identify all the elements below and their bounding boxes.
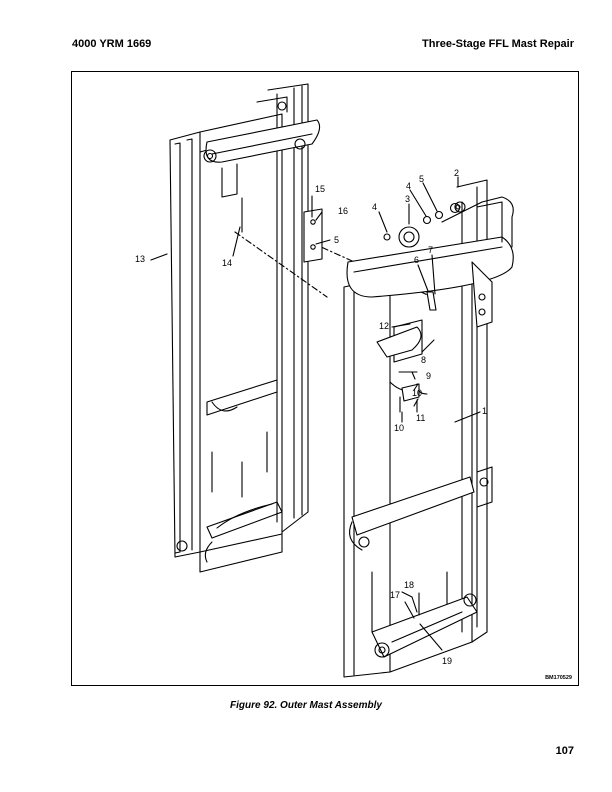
- callout-labels: 1 2 3 4 4 5 5 6 7 8 9 10 10 11 12 13 14 …: [135, 168, 487, 666]
- callout-9: 9: [426, 371, 431, 381]
- callout-leaders: [150, 176, 481, 651]
- callout-14: 14: [222, 258, 232, 268]
- figure-code: BM170529: [545, 675, 572, 681]
- callout-10-upper: 10: [412, 388, 422, 398]
- callout-2: 2: [454, 168, 459, 178]
- callout-17: 17: [390, 590, 400, 600]
- plate-parts: [303, 208, 323, 263]
- callout-18: 18: [404, 580, 414, 590]
- callout-6: 6: [414, 255, 419, 265]
- callout-12: 12: [379, 321, 389, 331]
- callout-15: 15: [315, 184, 325, 194]
- figure-frame: 1 2 3 4 4 5 5 6 7 8 9 10 10 11 12 13 14 …: [71, 71, 579, 686]
- callout-11: 11: [416, 413, 425, 423]
- callout-19: 19: [442, 656, 452, 666]
- left-mast-drawing: [169, 83, 321, 573]
- right-mast-drawing: [343, 179, 514, 678]
- figure-caption: Figure 92. Outer Mast Assembly: [230, 700, 382, 711]
- mast-assembly-drawing: 1 2 3 4 4 5 5 6 7 8 9 10 10 11 12 13 14 …: [135, 83, 514, 678]
- callout-4-left: 4: [372, 202, 377, 212]
- callout-3: 3: [405, 194, 410, 204]
- header-section-title: Three-Stage FFL Mast Repair: [422, 38, 574, 50]
- roller-and-bearing-parts: [383, 202, 461, 413]
- callout-7: 7: [428, 245, 433, 255]
- callout-4-right: 4: [406, 181, 411, 191]
- callout-16: 16: [338, 206, 348, 216]
- callout-8: 8: [421, 355, 426, 365]
- page-number: 107: [555, 745, 574, 757]
- callout-13: 13: [135, 254, 145, 264]
- header-doc-number: 4000 YRM 1669: [72, 38, 152, 50]
- callout-1: 1: [482, 406, 487, 416]
- callout-5-right: 5: [419, 174, 424, 184]
- callout-5-left: 5: [334, 235, 339, 245]
- callout-10-lower: 10: [394, 423, 404, 433]
